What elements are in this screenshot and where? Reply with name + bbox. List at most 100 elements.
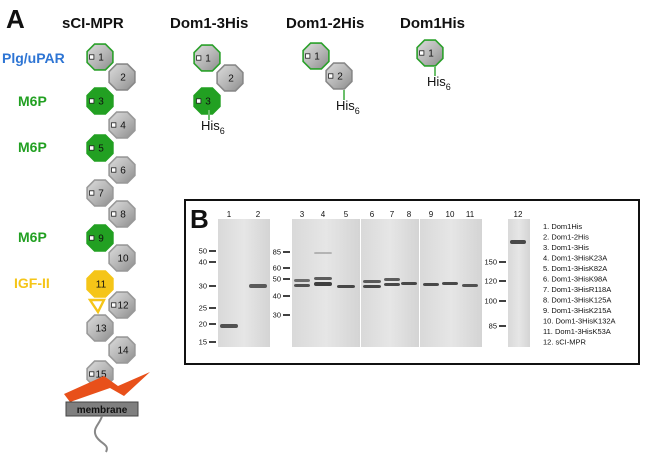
dom1-2his-tag: His6 [336, 98, 360, 116]
domain-11-number: 11 [96, 280, 107, 291]
domain-5: 5 [86, 134, 114, 162]
label-plg-upar: Plg/uPAR [2, 50, 65, 66]
domain-4: 4 [108, 111, 136, 139]
dom1-2his-domain-2-marker [328, 73, 334, 79]
band-lane-6-b [363, 285, 381, 288]
left-mw-label-40: 40 [199, 258, 207, 267]
right-mw-label-100: 100 [484, 297, 497, 306]
right-mw-label-85: 85 [489, 322, 497, 331]
domain-14-shape [108, 336, 136, 364]
band-lane-2 [249, 284, 267, 288]
dom1-3his-domain-1: 1 [193, 44, 221, 72]
panel-b-frame [184, 199, 640, 365]
domain-10: 10 [108, 244, 136, 272]
band-lane-7-a [384, 278, 400, 281]
gel-bands [220, 240, 526, 328]
band-lane-6-a [363, 280, 381, 283]
domain-7-shape [86, 179, 114, 207]
dom1-2his-domain-1-number: 1 [314, 52, 320, 63]
domain-10-shape [108, 244, 136, 272]
domain-15-marker [89, 371, 95, 377]
domain-9-shape [86, 224, 114, 252]
gel-strip-5 [508, 219, 530, 347]
domain-12-shape [108, 291, 136, 319]
dom1his-domain-1-number: 1 [428, 49, 434, 60]
band-lane-7-b [384, 283, 400, 286]
domain-6: 6 [108, 156, 136, 184]
domain-12: 12 [108, 291, 136, 319]
domain-11: 11 [86, 270, 114, 298]
dom1-3his-domain-2-number: 2 [228, 74, 234, 85]
column-title-dom1-3his: Dom1-3His [170, 15, 248, 32]
right-mw-label-150: 150 [484, 258, 497, 267]
domain-11-shape [86, 270, 114, 298]
label-igf-ii: IGF-II [14, 275, 50, 291]
lane-number-3: 3 [300, 210, 305, 219]
mid-mw-label-30: 30 [273, 311, 281, 320]
dom1-3his-domain-1-number: 1 [205, 54, 211, 65]
lane-number-4: 4 [321, 210, 326, 219]
domain-1: 1 [86, 43, 114, 71]
legend-item-12: 12. sCI-MPR [543, 338, 587, 347]
band-lane-3-b [294, 284, 310, 287]
band-lane-1 [220, 324, 238, 328]
domain-8: 8 [108, 200, 136, 228]
legend-item-11: 11. Dom1-3HisK53A [543, 327, 611, 336]
band-lane-10 [442, 282, 458, 285]
domain-13-number: 13 [95, 324, 107, 335]
mid-mw-label-50: 50 [273, 275, 281, 284]
lane-number-6: 6 [370, 210, 375, 219]
domain-6-number: 6 [120, 166, 126, 177]
domain-7: 7 [86, 179, 114, 207]
domain-2-shape [108, 63, 136, 91]
domain-4-shape [108, 111, 136, 139]
domain-2-number: 2 [120, 73, 126, 84]
domain-4-number: 4 [120, 121, 126, 132]
label-m6p-1: M6P [18, 93, 47, 109]
band-lane-9 [423, 283, 439, 286]
legend-item-9: 9. Dom1-3HisK215A [543, 306, 611, 315]
domain-6-marker [111, 167, 117, 173]
domain-13-shape [86, 314, 114, 342]
dom1-3his-domain-1-shape [193, 44, 221, 72]
lane-number-5: 5 [344, 210, 349, 219]
legend-item-2: 2. Dom1-2His [543, 233, 589, 242]
dom1-3his-domain-3-number: 3 [205, 97, 211, 108]
domain-6-shape [108, 156, 136, 184]
lane-number-8: 8 [407, 210, 412, 219]
igf-binding-wedge [87, 298, 106, 315]
dom1his-tag: His6 [427, 74, 451, 92]
column-title-dom1his: Dom1His [400, 15, 465, 32]
dom1-3his-domain-1-marker [196, 55, 202, 61]
mid-mw-label-40: 40 [273, 292, 281, 301]
dom1his-tag-subscript: 6 [446, 82, 451, 92]
domain-2: 2 [108, 63, 136, 91]
legend-item-1: 1. Dom1His [543, 222, 582, 231]
legend-item-4: 4. Dom1-3HisK23A [543, 254, 607, 263]
domain-1-number: 1 [98, 53, 104, 64]
dom1his-domain-1-shape [416, 39, 444, 67]
legend-item-6: 6. Dom1-3HisK98A [543, 275, 607, 284]
domain-9-marker [89, 235, 95, 241]
legend-item-3: 3. Dom1-3His [543, 243, 589, 252]
lane-number-10: 10 [446, 210, 455, 219]
lane-number-12: 12 [514, 210, 523, 219]
domain-3-marker [89, 98, 95, 104]
domain-7-number: 7 [98, 189, 104, 200]
left-mw-label-25: 25 [199, 304, 207, 313]
band-lane-8 [401, 282, 417, 285]
dom1-3his-domain-3: 3 [193, 87, 221, 115]
left-mw-label-30: 30 [199, 282, 207, 291]
domain-5-number: 5 [98, 144, 104, 155]
domain-3: 3 [86, 87, 114, 115]
lane-number-2: 2 [256, 210, 261, 219]
dom1-3his-domain-3-marker [196, 98, 202, 104]
domain-9: 9 [86, 224, 114, 252]
dom1-3his-tag: His6 [201, 118, 225, 136]
legend-item-7: 7. Dom1-3HisR118A [543, 285, 611, 294]
domain-8-shape [108, 200, 136, 228]
dom1his-domain-1: 1 [416, 39, 444, 67]
band-lane-3-a [294, 279, 310, 282]
